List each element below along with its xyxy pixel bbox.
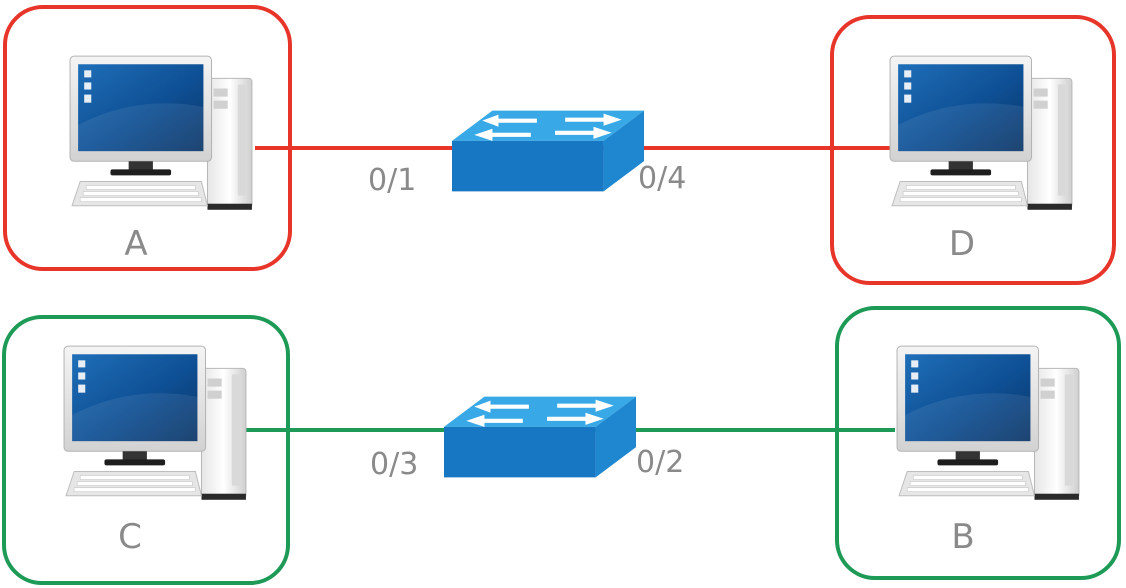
computer-label: D xyxy=(949,224,975,264)
computer-b-box xyxy=(835,306,1121,580)
computer-d[interactable]: D xyxy=(889,55,1073,264)
computer-icon xyxy=(69,55,253,211)
computer-label: A xyxy=(124,224,147,264)
computer-a[interactable]: A xyxy=(69,55,253,264)
computer-d-box xyxy=(830,15,1116,285)
computer-c[interactable]: C xyxy=(63,345,247,557)
port-label-0-2: 0/2 xyxy=(636,445,684,480)
computer-label: B xyxy=(951,517,974,557)
port-label-0-3: 0/3 xyxy=(370,447,418,482)
computer-icon xyxy=(63,345,247,501)
network-switch-icon[interactable] xyxy=(444,396,636,478)
computer-c-box xyxy=(2,315,290,585)
computer-b[interactable]: B xyxy=(896,345,1080,557)
network-switch-icon[interactable] xyxy=(452,110,644,192)
port-label-0-1: 0/1 xyxy=(368,163,416,198)
computer-label: C xyxy=(118,517,142,557)
computer-icon xyxy=(896,345,1080,501)
computer-icon xyxy=(889,55,1073,211)
computer-a-box xyxy=(3,5,292,271)
port-label-0-4: 0/4 xyxy=(638,161,686,196)
